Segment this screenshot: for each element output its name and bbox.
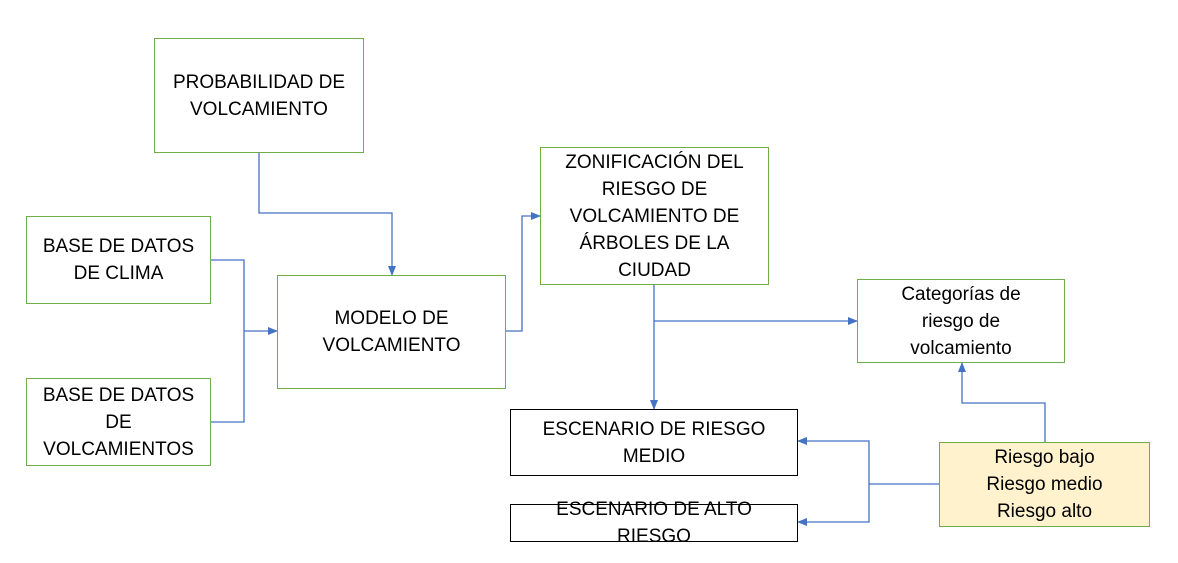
escenario-riesgo-medio-text: ESCENARIO DE RIESGO MEDIO	[542, 418, 766, 467]
niveles-riesgo-text: Riesgo bajo Riesgo medio Riesgo alto	[986, 447, 1103, 522]
connector-probabilidad-to-modelo	[258, 152, 396, 276]
connector-modelo-to-zonificacion	[505, 212, 541, 332]
modelo-volcamiento-box: MODELO DE VOLCAMIENTO	[277, 275, 506, 389]
base-datos-volcamientos-box: BASE DE DATOS DE VOLCAMIENTOS	[26, 378, 211, 466]
zonificacion-riesgo-box: ZONIFICACIÓN DEL RIESGO DE VOLCAMIENTO D…	[540, 147, 769, 285]
base-datos-clima-box: BASE DE DATOS DE CLIMA	[26, 216, 211, 304]
escenario-alto-riesgo-text: ESCENARIO DE ALTO RIESGO	[556, 499, 752, 547]
categorias-riesgo-text: Categorías de riesgo de volcamiento	[901, 283, 1021, 359]
escenario-alto-riesgo-box: ESCENARIO DE ALTO RIESGO	[510, 499, 798, 547]
connector-volcamientos-to-modelo	[210, 331, 245, 423]
connector-niveles-to-categorias	[958, 362, 1046, 442]
base-datos-clima-text: BASE DE DATOS DE CLIMA	[42, 236, 195, 284]
categorias-riesgo-box: Categorías de riesgo de volcamiento	[857, 279, 1065, 363]
base-datos-volcamientos-text: BASE DE DATOS DE VOLCAMIENTOS	[42, 384, 195, 460]
probabilidad-volcamiento-box: PROBABILIDAD DE VOLCAMIENTO	[154, 38, 364, 153]
niveles-riesgo-box: Riesgo bajo Riesgo medio Riesgo alto	[939, 442, 1150, 527]
probabilidad-volcamiento-text: PROBABILIDAD DE VOLCAMIENTO	[172, 71, 346, 120]
connector-niveles-to-escenario-alto	[797, 484, 870, 526]
connector-niveles-to-escenario-medio	[797, 437, 939, 485]
connector-clima-to-modelo	[210, 259, 278, 335]
modelo-volcamiento-text: MODELO DE VOLCAMIENTO	[322, 308, 461, 356]
escenario-riesgo-medio-box: ESCENARIO DE RIESGO MEDIO	[510, 409, 798, 476]
zonificacion-riesgo-text: ZONIFICACIÓN DEL RIESGO DE VOLCAMIENTO D…	[565, 151, 744, 281]
